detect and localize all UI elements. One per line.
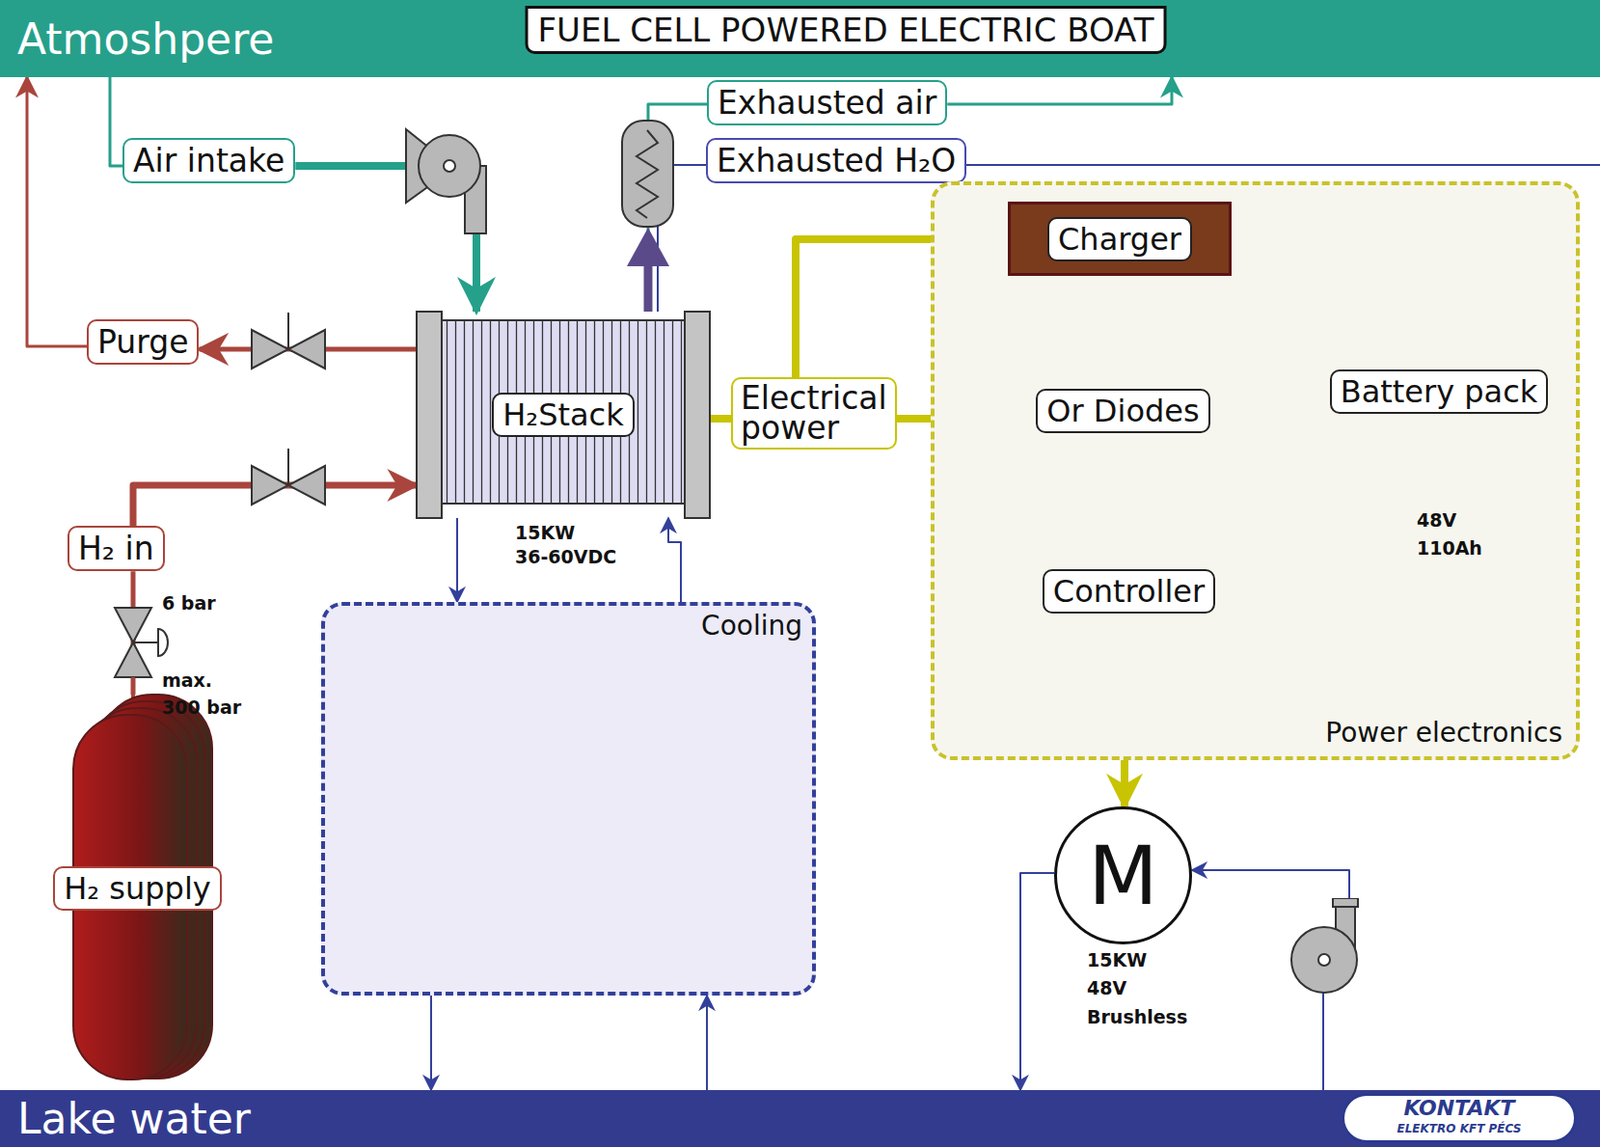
spec-note: 15KW	[515, 521, 575, 544]
node-label: Exhausted H₂O	[705, 137, 967, 184]
exhaust-air-box: Exhausted air	[706, 80, 948, 126]
node-label: H₂Stack	[491, 392, 634, 437]
company-logo: KONTAKTELEKTRO KFT PÉCS	[1341, 1092, 1577, 1143]
hydrogen-inlet-box: H₂ in	[67, 525, 165, 571]
node-label: Electrical power	[731, 377, 897, 450]
motor-label: M	[1087, 835, 1158, 917]
spec-note: Brushless	[1086, 1005, 1188, 1029]
purge-box: Purge	[86, 319, 199, 365]
node-label: Battery pack	[1329, 369, 1549, 414]
flow-connector	[668, 517, 681, 602]
diagram-title: FUEL CELL POWERED ELECTRIC BOAT	[525, 5, 1167, 55]
air-intake-box: Air intake	[122, 137, 296, 184]
spec-note: 48V	[1086, 976, 1127, 1000]
motor-cooling-pump	[1291, 897, 1358, 993]
flow-connector	[709, 414, 732, 423]
node-label: Air intake	[122, 137, 296, 184]
flow-connector	[705, 995, 708, 1090]
spec-note: 300 bar	[162, 696, 242, 719]
power-electronics-region: Power electronics Charger Or Diodes Battery…	[930, 181, 1580, 760]
fuel-cell-stack: H₂Stack	[416, 311, 710, 518]
exhaust-water-box: Exhausted H₂O	[705, 137, 967, 184]
node-label: Charger	[1047, 216, 1193, 262]
flow-connector	[1020, 872, 1055, 1090]
node-label: Purge	[86, 319, 199, 365]
hydrogen-supply: H₂ supply	[38, 694, 237, 1082]
node-label: Exhausted air	[706, 80, 948, 126]
node-label: Or Diodes	[1035, 388, 1210, 434]
spec-note: 15KW	[1086, 949, 1147, 972]
electrical-power-box: Electrical power	[731, 377, 897, 450]
spec-note: 36-60VDC	[515, 545, 617, 569]
band-label: Lake water	[0, 1093, 251, 1143]
region-label: Cooling	[701, 609, 803, 642]
spec-note: 110Ah	[1416, 537, 1483, 560]
logo-subtitle: ELEKTRO KFT PÉCS	[1344, 1121, 1574, 1136]
flow-connector	[456, 517, 459, 602]
spec-note: 6 bar	[162, 592, 217, 615]
cooling-region: Cooling	[321, 601, 816, 996]
band-label: Atmoshpere	[0, 14, 274, 64]
node-label: H₂ supply	[53, 866, 221, 911]
flow-connector	[430, 995, 433, 1090]
node-label: H₂ in	[67, 525, 165, 571]
motor-circle: M	[1054, 806, 1193, 945]
flow-connector	[947, 77, 1172, 105]
flow-connector	[27, 77, 87, 347]
node-label: Controller	[1042, 569, 1216, 614]
battery-pack: Battery pack	[1311, 326, 1567, 498]
charger-box: Charger	[1007, 201, 1232, 276]
region-label: Power electronics	[1325, 716, 1563, 749]
controller-box: Controller	[1030, 559, 1227, 682]
or-diodes-box: Or Diodes	[1024, 326, 1222, 478]
flow-connector	[109, 77, 123, 166]
spec-note: 48V	[1416, 509, 1457, 532]
logo-name: KONTAKT	[1344, 1096, 1574, 1120]
spec-note: max.	[162, 669, 213, 692]
